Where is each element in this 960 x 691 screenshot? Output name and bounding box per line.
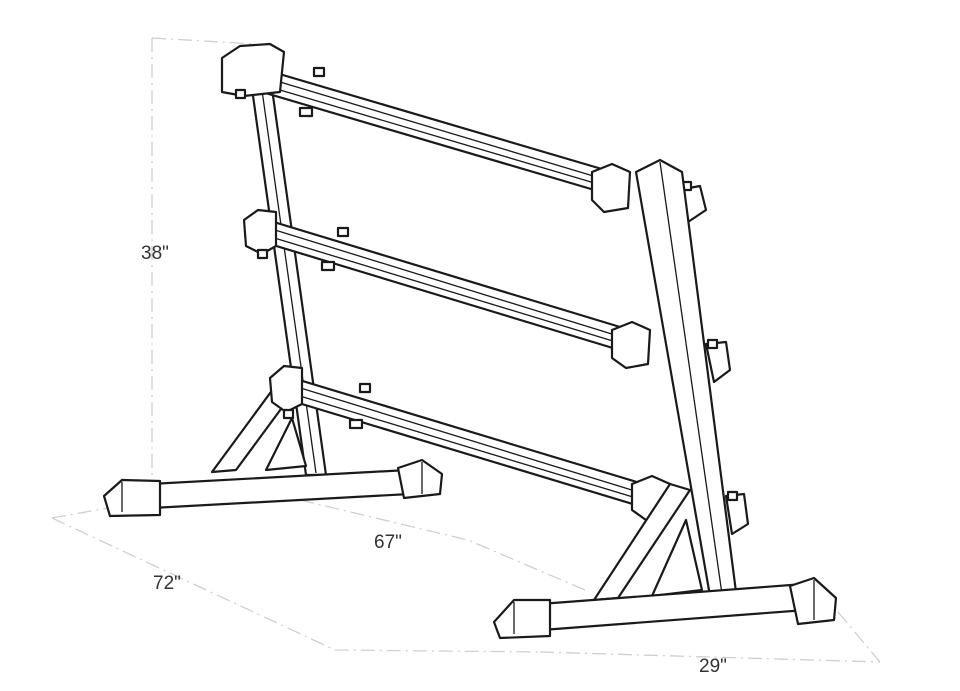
bottom-rail-cap-left bbox=[268, 364, 304, 414]
shelf-bottom bbox=[268, 364, 750, 536]
shelf-middle bbox=[242, 208, 732, 384]
back-brace-gusset bbox=[264, 416, 308, 472]
length-label: 67" bbox=[374, 532, 402, 553]
back-foot-cap-right bbox=[396, 458, 444, 500]
width-label: 29" bbox=[699, 656, 727, 677]
front-upright-post bbox=[634, 158, 738, 598]
front-upright bbox=[592, 158, 738, 602]
depth-dimension-line bbox=[51, 507, 541, 653]
top-rail bbox=[226, 58, 614, 196]
middle-rail-bracket-right bbox=[704, 340, 732, 384]
front-foot-cap-left bbox=[492, 598, 552, 640]
middle-rail-cap-right bbox=[610, 320, 652, 370]
back-foot-cap-left bbox=[102, 478, 162, 518]
top-rail-cap-left bbox=[220, 42, 286, 98]
length-dimension-line bbox=[299, 499, 586, 591]
width-dimension-line bbox=[539, 611, 881, 663]
dimension-lines bbox=[51, 37, 881, 663]
back-foot bbox=[102, 458, 444, 518]
front-foot-cap-right bbox=[788, 576, 838, 626]
middle-rail-cap-left bbox=[242, 208, 278, 256]
shelf-top bbox=[220, 42, 708, 224]
height-label: 38" bbox=[141, 243, 169, 264]
height-dimension-line bbox=[151, 37, 256, 478]
depth-label: 72" bbox=[153, 573, 181, 594]
back-upright bbox=[210, 58, 328, 477]
front-foot bbox=[492, 576, 838, 640]
back-foot-beam bbox=[148, 468, 412, 510]
top-rail-cap-right bbox=[590, 162, 632, 214]
